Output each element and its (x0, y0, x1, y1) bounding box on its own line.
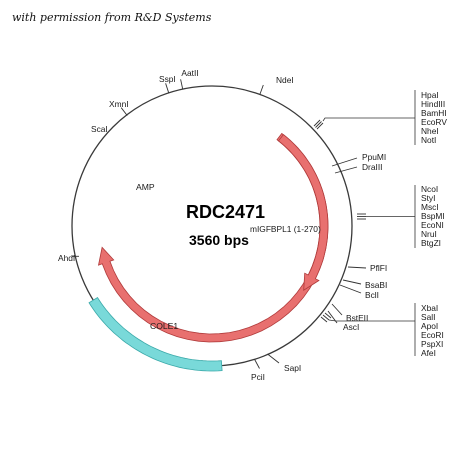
site-label: BamHI (421, 108, 447, 118)
site-label: NheI (421, 126, 439, 136)
site-label: AatII (181, 68, 198, 78)
site-bsteii: BstEII (331, 303, 368, 323)
plasmid-name: RDC2471 (186, 202, 265, 222)
plasmid-size: 3560 bps (189, 232, 249, 248)
site-label: PciI (251, 372, 265, 382)
site-pflfi: PflFI (347, 263, 387, 273)
cole1-label: COLE1 (150, 321, 178, 331)
site-label: XmnI (109, 99, 129, 109)
site-ahdi: AhdI (58, 253, 79, 263)
site-label: AhdI (58, 253, 75, 263)
site-label: XbaI (421, 303, 438, 313)
site-cluster-1: HpaI HindIII BamHI EcoRV NheI NotI (313, 90, 447, 145)
site-pcii: PciI (251, 359, 265, 382)
site-label: AscI (343, 322, 359, 332)
cole1-feature-arc (88, 296, 223, 372)
site-label: SalI (421, 312, 435, 322)
site-bcli: BclI (339, 284, 379, 300)
insert-label: mIGFBPL1 (1-270) (250, 224, 321, 234)
amp-label: AMP (136, 182, 155, 192)
site-label: NdeI (276, 75, 294, 85)
site-label: BspMI (421, 211, 445, 221)
site-label: SspI (159, 74, 176, 84)
site-sapi: SapI (267, 353, 301, 373)
site-xmni: XmnI (109, 99, 129, 116)
site-label: HindIII (421, 99, 445, 109)
site-label: PspXI (421, 339, 443, 349)
site-label: ApoI (421, 321, 438, 331)
site-label: EcoRI (421, 330, 444, 340)
site-label: BtgZI (421, 238, 441, 248)
site-scai: ScaI (91, 124, 108, 134)
site-label: NotI (421, 135, 436, 145)
site-label: PpuMI (362, 152, 386, 162)
site-ppumi: PpuMI (331, 152, 386, 167)
site-label: ScaI (91, 124, 108, 134)
site-label: AfeI (421, 348, 436, 358)
insert-feature-arrow (277, 134, 329, 291)
site-label: EcoNI (421, 220, 444, 230)
site-label: SapI (284, 363, 301, 373)
site-label: BsaBI (365, 280, 387, 290)
site-label: PflFI (370, 263, 387, 273)
site-label: StyI (421, 193, 435, 203)
site-label: NcoI (421, 184, 438, 194)
site-aatii: AatII (180, 68, 199, 90)
site-cluster-3: XbaI SalI ApoI EcoRI PspXI AfeI (320, 303, 444, 358)
site-bsabi: BsaBI (342, 279, 387, 290)
site-label: BstEII (346, 313, 368, 323)
site-label: MscI (421, 202, 439, 212)
site-label: NruI (421, 229, 437, 239)
site-sspi: SspI (159, 74, 176, 93)
credit-text: with permission from R&D Systems (12, 11, 212, 24)
site-cluster-2: NcoI StyI MscI BspMI EcoNI NruI BtgZI (357, 184, 445, 248)
site-label: BclI (365, 290, 379, 300)
site-label: HpaI (421, 90, 439, 100)
site-draiii: DraIII (334, 162, 382, 174)
feature-layer (88, 132, 329, 372)
site-ndei: NdeI (259, 75, 294, 95)
site-label: EcoRV (421, 117, 447, 127)
site-label: DraIII (362, 162, 382, 172)
